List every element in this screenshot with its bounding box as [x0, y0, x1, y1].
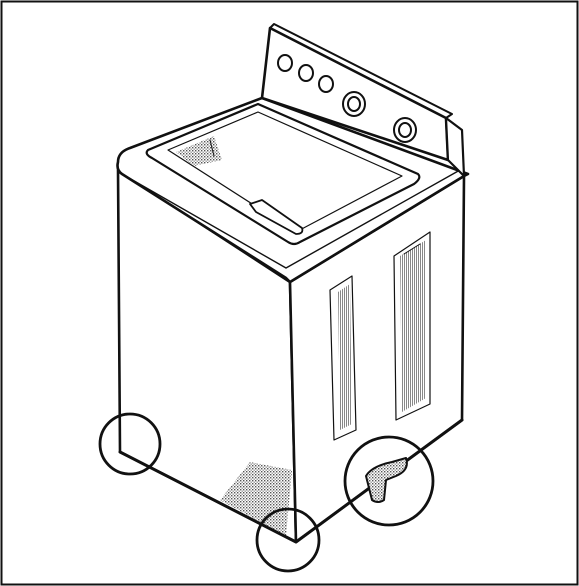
base-shading: [220, 462, 292, 536]
leveling-leg-shape: [365, 457, 408, 503]
callout-right-corner: [255, 507, 321, 573]
washer-body: [116, 23, 470, 544]
leveling-leg: [365, 457, 408, 503]
knob-4-inner: [347, 96, 361, 112]
console-top-edge: [269, 23, 453, 119]
panel-recess-left: [329, 275, 357, 441]
knob-5-inner: [398, 122, 412, 138]
callout-leveling-leg: [343, 435, 435, 527]
console-side: [444, 116, 466, 178]
control-knobs: [277, 54, 417, 143]
knob-2: [298, 64, 314, 82]
panel-recess-right-shade: [400, 240, 426, 412]
panel-recess-right: [393, 231, 431, 421]
knob-3: [318, 75, 334, 93]
top-rim-line: [121, 169, 461, 269]
panel-recess-left-shade: [338, 284, 352, 430]
lid-handle: [249, 199, 304, 235]
knob-1: [277, 54, 293, 72]
callout-left-corner: [98, 412, 162, 476]
callouts: [98, 412, 435, 573]
